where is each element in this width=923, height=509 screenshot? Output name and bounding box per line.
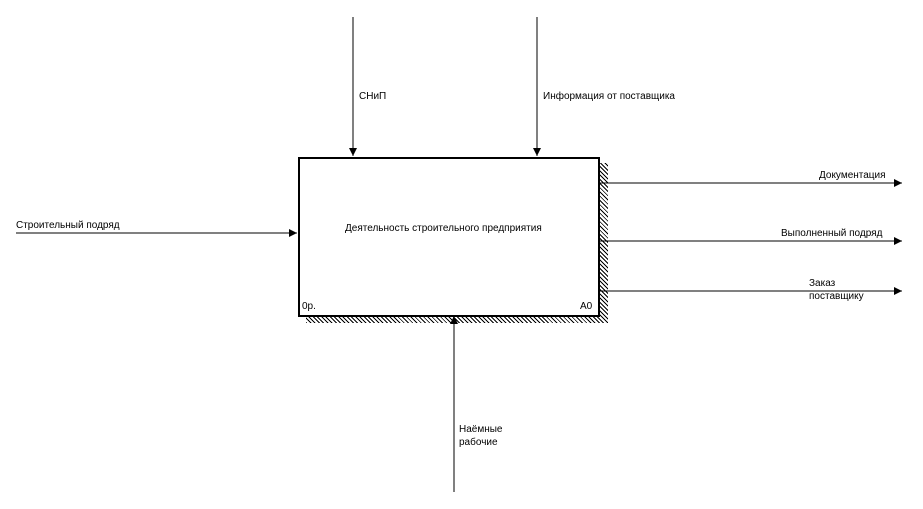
control-label-supplier-info: Информация от поставщика (543, 91, 675, 102)
activity-box-a0[interactable] (298, 157, 600, 317)
output-label-documentation: Документация (819, 170, 886, 181)
control-label-snip: СНиП (359, 91, 387, 102)
activity-node-ref: 0р. (302, 301, 316, 312)
output-label-completed-contract: Выполненный подряд (781, 228, 883, 239)
output-label-supplier-order-line2: поставщику (809, 291, 864, 302)
input-label-construction-contract: Строительный подряд (16, 220, 120, 231)
output-label-supplier-order-line1: Заказ (809, 278, 836, 289)
activity-title: Деятельность строительного предприятия (345, 223, 542, 234)
activity-node-id: A0 (580, 301, 593, 312)
mechanism-label-workers-line1: Наёмные (459, 424, 503, 435)
mechanism-label-workers-line2: рабочие (459, 437, 498, 448)
